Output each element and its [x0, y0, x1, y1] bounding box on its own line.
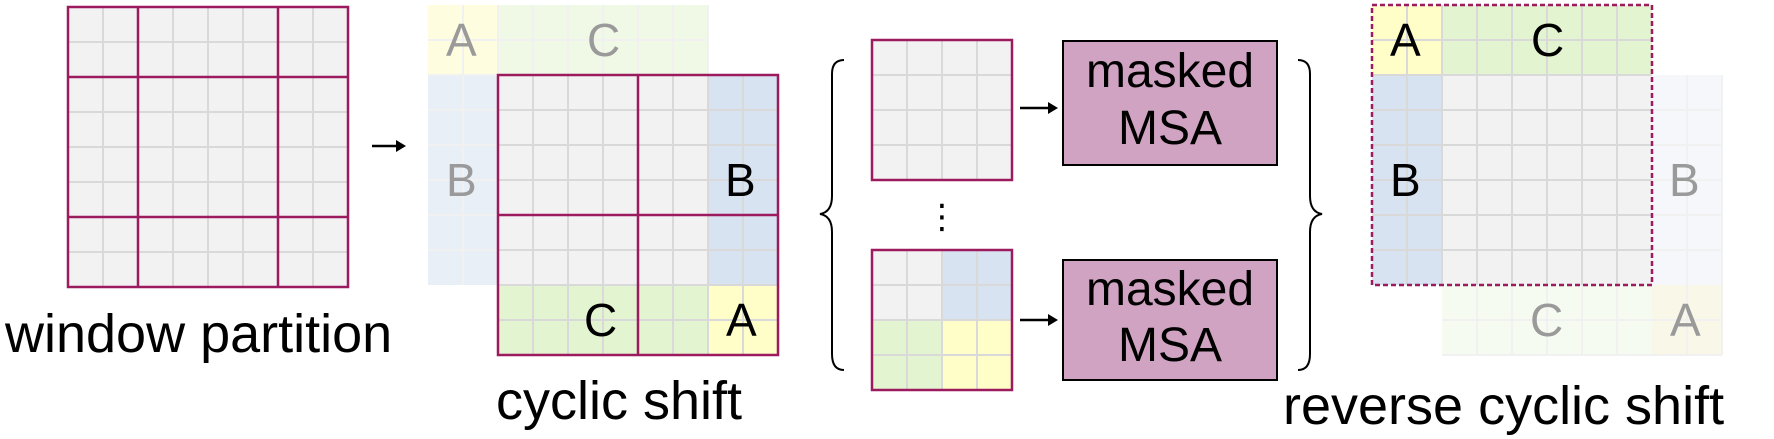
- shifted-window-borders: [496, 73, 780, 357]
- shift-faded-label-c: C: [587, 14, 620, 66]
- shift-faded-label-b: B: [446, 154, 477, 206]
- restored-fine-grid: [1372, 5, 1652, 285]
- arrow-to-shift: [372, 140, 406, 152]
- reverse-label-c: C: [1531, 14, 1564, 66]
- masked-msa-box-top: [1062, 40, 1278, 166]
- partition-caption: window partition: [4, 304, 392, 364]
- masked-msa-bottom-line1: masked: [1086, 263, 1254, 316]
- shift-label-b: B: [725, 154, 756, 206]
- reverse-faded-label-c: C: [1530, 294, 1563, 346]
- right-brace: [1297, 59, 1323, 371]
- shift-faded-label-a: A: [446, 14, 477, 66]
- shift-label-a: A: [726, 294, 757, 346]
- masked-msa-top-line1: masked: [1086, 45, 1254, 98]
- restored-dashed-border: [1370, 3, 1654, 287]
- cyclic-shift-stage: A C B B C A cyclic shift: [428, 5, 780, 431]
- vertical-ellipsis: ⋮: [925, 197, 959, 237]
- shift-label-c: C: [584, 294, 617, 346]
- reverse-faded-label-a: A: [1670, 294, 1701, 346]
- partition-window-borders: [66, 5, 350, 289]
- reverse-shift-stage: B C A A C B reverse cyclic shift: [1283, 3, 1724, 436]
- bottom-window-sample: [870, 248, 1014, 392]
- reverse-faded-label-b: B: [1669, 154, 1700, 206]
- reverse-ghost-regions: [1442, 75, 1723, 356]
- shift-caption: cyclic shift: [496, 371, 742, 431]
- reverse-label-a: A: [1390, 14, 1421, 66]
- top-window-grid: [872, 40, 1012, 180]
- masked-attention-stage: masked MSA ⋮ masked MSA: [819, 38, 1323, 392]
- masked-msa-top-line2: MSA: [1118, 102, 1222, 155]
- arrow-top-to-msa: [1020, 102, 1058, 114]
- left-brace: [819, 59, 845, 371]
- reverse-caption: reverse cyclic shift: [1283, 376, 1724, 436]
- reverse-label-b: B: [1390, 154, 1421, 206]
- masked-msa-bottom-line2: MSA: [1118, 319, 1222, 372]
- arrow-bottom-to-msa: [1020, 314, 1058, 326]
- shift-ghost-regions: [428, 5, 709, 285]
- masked-msa-box-bottom: [1062, 259, 1278, 381]
- window-partition-stage: window partition: [4, 5, 392, 364]
